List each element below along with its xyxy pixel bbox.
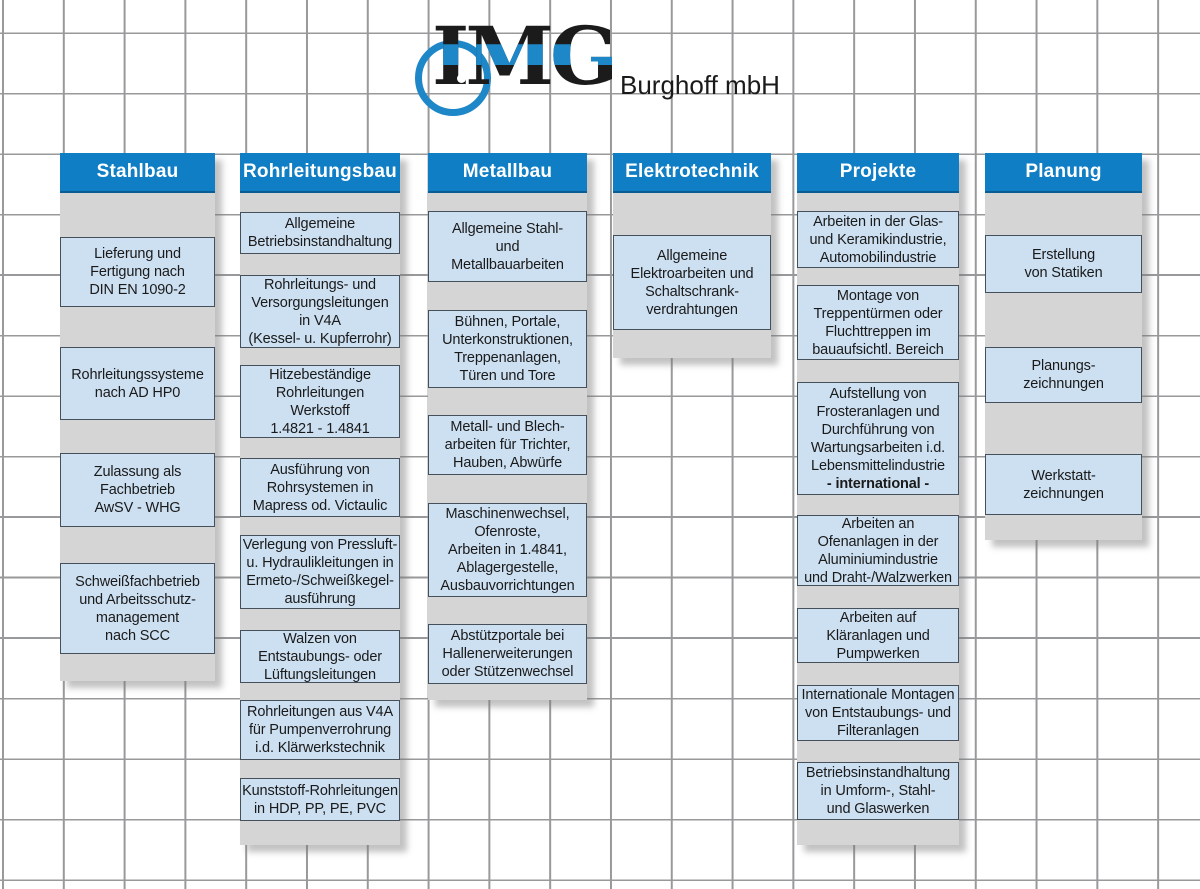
service-box-text: Walzen von Entstaubungs- oder Lüftungsle…	[258, 630, 382, 683]
service-box-metallbau-3: Metall- und Blech- arbeiten für Trichter…	[428, 415, 587, 475]
service-box-metallbau-5: Abstützportale bei Hallenerweiterungen o…	[428, 624, 587, 684]
service-box-bold-line: - international -	[826, 475, 930, 492]
service-box-text: Planungs- zeichnungen	[1023, 358, 1104, 392]
logo-circle-icon	[415, 40, 491, 116]
service-box-projekte-1: Arbeiten in der Glas- und Keramikindustr…	[797, 211, 959, 268]
service-box-projekte-6: Internationale Montagen von Entstaubungs…	[797, 685, 959, 741]
logo-dot-icon	[457, 74, 466, 83]
service-box-metallbau-2: Bühnen, Portale, Unterkonstruktionen, Tr…	[428, 310, 587, 388]
service-box-text: Abstützportale bei Hallenerweiterungen o…	[441, 628, 574, 680]
service-box-text: Erstellung von Statiken	[1024, 247, 1103, 281]
column-header-stahlbau: Stahlbau	[60, 153, 215, 193]
service-box-text: Montage von Treppentürmen oder Fluchttre…	[812, 287, 944, 358]
service-box-rohrleitungsbau-2: Rohrleitungs- und Versorgungsleitungen i…	[240, 275, 400, 348]
column-header-rohrleitungsbau: Rohrleitungsbau	[240, 153, 400, 193]
service-box-text: Kunststoff-Rohrleitungen in HDP, PP, PE,…	[242, 782, 398, 817]
service-box-stahlbau-2: Rohrleitungssysteme nach AD HP0	[60, 347, 215, 420]
column-header-planung: Planung	[985, 153, 1142, 193]
service-box-rohrleitungsbau-4: Ausführung von Rohrsystemen in Mapress o…	[240, 458, 400, 517]
service-box-stahlbau-3: Zulassung als Fachbetrieb AwSV - WHG	[60, 453, 215, 527]
service-box-rohrleitungsbau-1: Allgemeine Betriebsinstandhaltung	[240, 212, 400, 254]
service-box-text: Aufstellung von Frosteranlagen und Durch…	[810, 385, 946, 474]
service-box-rohrleitungsbau-6: Walzen von Entstaubungs- oder Lüftungsle…	[240, 630, 400, 683]
service-box-projekte-7: Betriebsinstandhaltung in Umform-, Stahl…	[797, 762, 959, 820]
service-box-text: Allgemeine Betriebsinstandhaltung	[247, 216, 393, 250]
service-box-stahlbau-1: Lieferung und Fertigung nach DIN EN 1090…	[60, 237, 215, 307]
column-title: Rohrleitungsbau	[243, 161, 397, 182]
service-box-text: Allgemeine Elektroarbeiten und Schaltsch…	[630, 247, 754, 318]
service-box-text: Zulassung als Fachbetrieb AwSV - WHG	[93, 464, 182, 516]
column-title: Elektrotechnik	[625, 161, 759, 182]
service-box-rohrleitungsbau-5: Verlegung von Pressluft- u. Hydrauliklei…	[240, 535, 400, 609]
service-box-metallbau-4: Maschinenwechsel, Ofenroste, Arbeiten in…	[428, 503, 587, 597]
service-box-text: Hitzebeständige Rohrleitungen Werkstoff …	[269, 366, 371, 437]
service-box-text: Internationale Montagen von Entstaubungs…	[801, 687, 955, 739]
column-title: Stahlbau	[96, 161, 179, 182]
service-box-text: Rohrleitungs- und Versorgungsleitungen i…	[248, 276, 392, 347]
column-title: Planung	[1025, 161, 1102, 182]
logo-acronym: IMG	[432, 9, 618, 103]
service-box-rohrleitungsbau-7: Rohrleitungen aus V4A für Pumpenverrohru…	[240, 700, 400, 760]
service-box-text: Verlegung von Pressluft- u. Hydrauliklei…	[242, 537, 398, 607]
service-box-projekte-4: Arbeiten an Ofenanlagen in der Aluminium…	[797, 515, 959, 586]
service-box-planung-1: Erstellung von Statiken	[985, 235, 1142, 293]
service-box-text: Werkstatt- zeichnungen	[1023, 467, 1104, 502]
service-box-text: Schweißfachbetrieb und Arbeitsschutz- ma…	[75, 573, 200, 644]
service-box-projekte-5: Arbeiten auf Kläranlagen und Pumpwerken	[797, 608, 959, 663]
service-box-text: Allgemeine Stahl- und Metallbauarbeiten	[451, 220, 564, 273]
service-box-text: Rohrleitungssysteme nach AD HP0	[71, 366, 204, 401]
service-box-text: Rohrleitungen aus V4A für Pumpenverrohru…	[247, 704, 393, 756]
service-box-metallbau-1: Allgemeine Stahl- und Metallbauarbeiten	[428, 211, 587, 282]
service-box-text: Maschinenwechsel, Ofenroste, Arbeiten in…	[440, 506, 575, 594]
column-title: Projekte	[839, 161, 917, 182]
company-logo: IMG IMG Burghoff mbH	[405, 11, 825, 123]
service-box-text: Ausführung von Rohrsystemen in Mapress o…	[252, 461, 388, 514]
service-box-planung-2: Planungs- zeichnungen	[985, 347, 1142, 403]
service-box-text: Arbeiten an Ofenanlagen in der Aluminium…	[804, 515, 952, 586]
service-box-rohrleitungsbau-8: Kunststoff-Rohrleitungen in HDP, PP, PE,…	[240, 778, 400, 821]
service-box-text: Arbeiten auf Kläranlagen und Pumpwerken	[826, 609, 930, 662]
service-box-stahlbau-4: Schweißfachbetrieb und Arbeitsschutz- ma…	[60, 563, 215, 654]
column-header-metallbau: Metallbau	[428, 153, 587, 193]
service-box-planung-3: Werkstatt- zeichnungen	[985, 454, 1142, 515]
column-title: Metallbau	[462, 161, 553, 182]
service-box-rohrleitungsbau-3: Hitzebeständige Rohrleitungen Werkstoff …	[240, 365, 400, 438]
service-box-text: Lieferung und Fertigung nach DIN EN 1090…	[89, 246, 186, 298]
service-box-text: Metall- und Blech- arbeiten für Trichter…	[444, 419, 571, 471]
service-box-projekte-3: Aufstellung von Frosteranlagen und Durch…	[797, 382, 959, 495]
company-name: Burghoff mbH	[620, 70, 780, 100]
service-box-projekte-2: Montage von Treppentürmen oder Fluchttre…	[797, 285, 959, 360]
service-box-text: Betriebsinstandhaltung in Umform-, Stahl…	[805, 765, 951, 817]
logo-acronym-blue-band: IMG	[432, 9, 615, 103]
service-box-text: Arbeiten in der Glas- und Keramikindustr…	[809, 213, 947, 266]
service-box-text: Bühnen, Portale, Unterkonstruktionen, Tr…	[442, 314, 573, 384]
column-header-elektrotechnik: Elektrotechnik	[613, 153, 771, 193]
column-header-projekte: Projekte	[797, 153, 959, 193]
service-box-elektrotechnik-1: Allgemeine Elektroarbeiten und Schaltsch…	[613, 235, 771, 330]
